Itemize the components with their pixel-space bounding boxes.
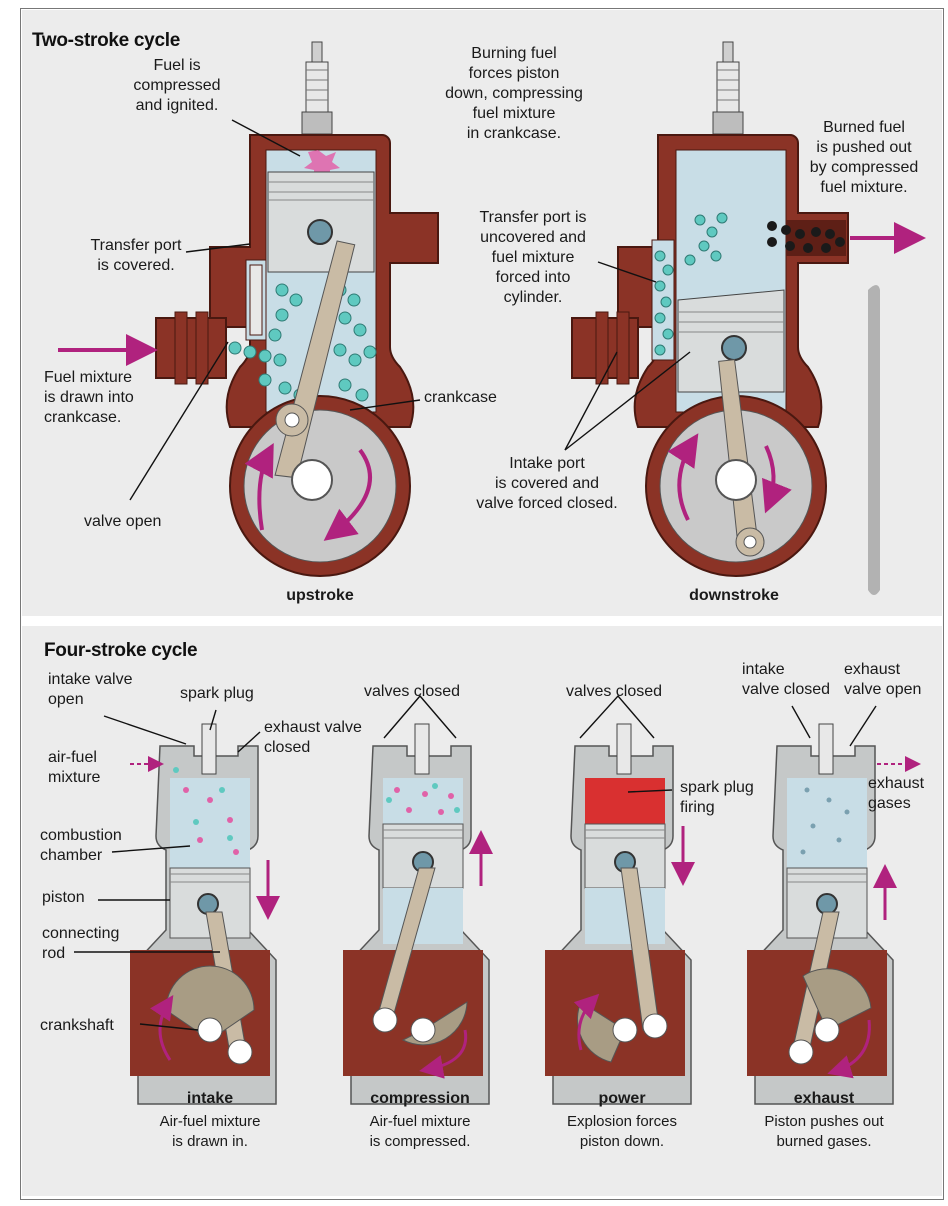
label-burned-fuel: Burned fuel is pushed out by compressed … [786,118,942,198]
label-crankshaft: crankshaft [40,1016,150,1036]
label-burning-fuel: Burning fuel forces piston down, compres… [416,44,612,144]
upstroke-engine [58,42,438,576]
four-stroke-engines [130,724,917,1104]
label-intake-port-covered: Intake port is covered and valve forced … [454,454,640,514]
label-piston: piston [42,888,112,908]
label-connecting-rod: connecting rod [42,924,152,964]
flame-chamber [585,778,665,824]
label-intake-valve-closed: intake valve closed [742,660,852,700]
intake-engine [130,724,276,1104]
stage-desc-power: Explosion forces piston down. [532,1112,712,1152]
caption-upstroke: upstroke [250,586,390,606]
label-valve-open: valve open [84,512,194,532]
stage-desc-exhaust: Piston pushes out burned gases. [734,1112,914,1152]
label-exhaust-gases: exhaust gases [868,774,940,814]
label-fuel-mixture-drawn: Fuel mixture is drawn into crankcase. [44,368,174,428]
four-stroke-title: Four-stroke cycle [44,640,197,662]
label-crankcase: crankcase [424,388,534,408]
stage-desc-intake: Air-fuel mixture is drawn in. [120,1112,300,1152]
label-valves-closed-1: valves closed [364,682,494,702]
stage-title-compression: compression [330,1090,510,1108]
label-fuel-compressed: Fuel is compressed and ignited. [112,56,242,116]
stage-title-power: power [532,1090,712,1108]
label-valves-closed-2: valves closed [566,682,696,702]
label-transfer-covered: Transfer port is covered. [68,236,204,276]
label-intake-valve-open: intake valve open [48,670,158,710]
caption-downstroke: downstroke [664,586,804,606]
label-transfer-uncovered: Transfer port is uncovered and fuel mixt… [458,208,608,308]
two-stroke-title: Two-stroke cycle [32,30,180,52]
compression-engine [343,724,489,1104]
label-air-fuel-mixture: air-fuel mixture [48,748,138,788]
stage-title-intake: intake [120,1090,300,1108]
label-exhaust-valve-closed: exhaust valve closed [264,718,384,758]
scan-artifact [868,285,880,595]
spark-plug-icon [312,42,322,62]
label-exhaust-valve-open: exhaust valve open [844,660,940,700]
stage-desc-compression: Air-fuel mixture is compressed. [330,1112,510,1152]
power-engine [545,724,691,1104]
stage-title-exhaust: exhaust [734,1090,914,1108]
label-combustion-chamber: combustion chamber [40,826,150,866]
label-spark-plug: spark plug [180,684,280,704]
label-spark-plug-firing: spark plug firing [680,778,780,818]
